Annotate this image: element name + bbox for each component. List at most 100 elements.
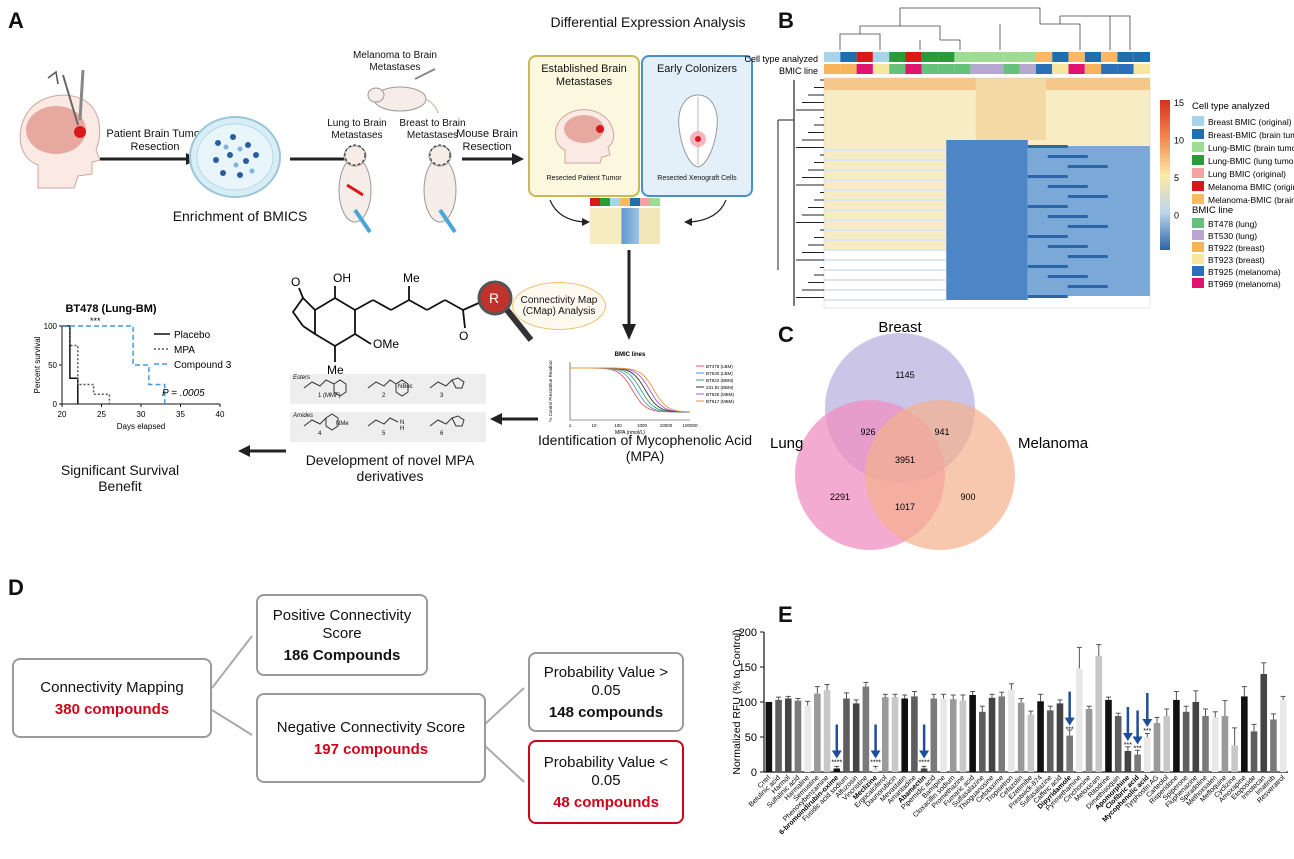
bar [852, 703, 860, 772]
y-axis-label: Percent survival [33, 336, 42, 393]
highlight-arrowhead [1064, 717, 1075, 726]
legend-swatch [1192, 194, 1204, 204]
bar [979, 711, 986, 772]
dendrogram-branch [839, 33, 881, 50]
panel-letter-b: B [778, 8, 794, 33]
chem-nboc: NBoc [398, 384, 413, 390]
celltype-annotation-cell [1101, 52, 1118, 62]
y-tick-label: 50 [48, 361, 57, 370]
chem-n: N [400, 420, 405, 426]
celltype-annotation-cell [970, 52, 987, 62]
dose-title: BMIC lines [615, 352, 646, 358]
heatmap-stripe [1067, 225, 1108, 228]
highlight-arrowhead [1142, 719, 1153, 727]
legend-label: Melanoma-BMIC (brain tumor) [1208, 195, 1294, 205]
heatmap-stripe [824, 259, 947, 261]
bar [1017, 702, 1025, 772]
y-tick-label: 0 [53, 400, 58, 409]
bar [765, 702, 773, 772]
heatmap-stripe [824, 149, 947, 151]
bar [1211, 717, 1219, 772]
legend-label: Melanoma BMIC (original) [1208, 182, 1294, 192]
petri-dish-illustration [189, 116, 281, 198]
p-value: P = .0005 [162, 388, 205, 399]
heatmap-stripe [1067, 255, 1108, 258]
compound-label: 3 [440, 393, 444, 399]
heatmap-stripe [824, 199, 947, 201]
celltype-annotation-cell [840, 52, 857, 62]
ester-structures [303, 377, 465, 431]
x-tick-label: 10 [591, 423, 597, 428]
celltype-annotation-cell [1035, 52, 1053, 62]
row1-label: Cell type analyzed [744, 54, 818, 64]
heatmap-stripe [824, 289, 947, 291]
bar [1221, 716, 1229, 772]
celltype-annotation-cell [856, 52, 873, 62]
legend-swatch [1192, 218, 1204, 228]
bar [930, 698, 938, 772]
x-axis-label: MPA (nmol/L) [615, 430, 645, 436]
chem-r: R [489, 290, 499, 306]
x-tick-label: 30 [137, 410, 146, 419]
chem-o: O [291, 275, 300, 289]
arrow-left-icon [238, 445, 286, 457]
bar [949, 699, 957, 772]
celltype-annotation-cell [921, 52, 939, 62]
celltype-annotation-cell [872, 52, 890, 62]
mouse-lung-illustration [338, 144, 372, 234]
bmic-annotation-cell [1101, 64, 1118, 74]
bar [872, 768, 879, 772]
bmic-annotation-cell [1117, 64, 1134, 74]
legend-swatch [1192, 155, 1204, 165]
color-scale-bar [1160, 100, 1170, 250]
highlight-arrowhead [919, 750, 930, 759]
heatmap-blue-block [946, 140, 1028, 300]
legend-label: BT969 (melanoma) [1208, 279, 1281, 289]
bmic-annotation-cell [1019, 64, 1036, 74]
heatmap-stripe [1067, 195, 1108, 198]
legend-label: BT925 (melanoma) [1208, 267, 1281, 277]
human-head-icon [554, 109, 615, 164]
y-tick-label: 0 [751, 767, 757, 779]
patient-head-illustration [19, 69, 101, 189]
highlight-arrowhead [1122, 733, 1133, 741]
legend-label: MPA [174, 345, 195, 356]
survival-title: BT478 (Lung-BM) [65, 303, 156, 315]
heatmap-stripe [824, 229, 947, 231]
bmic-annotation-cell [889, 64, 906, 74]
y-axis-label: Normalized RFU (% to Control) [731, 629, 743, 774]
heatmap-stripe [1027, 265, 1068, 268]
bar [1066, 735, 1073, 772]
heatmap-stripe [1027, 205, 1068, 208]
legend-swatch [1192, 230, 1204, 240]
bar [794, 700, 802, 772]
dendrogram-branch [1040, 23, 1081, 50]
legend-label: Compound 3 [174, 360, 232, 371]
legend-label: BT922 (BBM) [706, 378, 734, 383]
bmic-annotation-cell [1068, 64, 1085, 74]
legend-label: BT478 (lung) [1208, 219, 1257, 229]
heatmap-stripe [824, 169, 947, 171]
venn-set-label: Lung [770, 435, 803, 452]
heatmap-stripe [1047, 245, 1088, 248]
celltype-annotation-cell [1052, 52, 1069, 62]
bmic-annotation-cell [1084, 64, 1102, 74]
flow-positive-count: 186 Compounds [283, 646, 401, 664]
bar [1105, 699, 1112, 772]
mpa-structure: OH Me OMe Me O O R [291, 271, 534, 377]
legend-label: Breast BMIC (original) [1208, 117, 1292, 127]
celltype-annotation-cell [1133, 52, 1150, 62]
curved-arrow-icon [549, 199, 727, 226]
chem-nme: NMe [336, 421, 349, 427]
flow-root: Connectivity Mapping 380 compounds [12, 658, 212, 738]
highlight-arrowhead [831, 750, 842, 759]
bar [784, 698, 792, 772]
mouse-brain-icon [678, 94, 718, 168]
heatmap-stripe [1047, 155, 1088, 158]
bar [814, 693, 821, 772]
bar [1046, 710, 1054, 772]
bmic-annotation-cell [1035, 64, 1053, 74]
y-tick-label: 50 [745, 732, 757, 744]
amides-box: Amides 4 5 6 NMe N H [290, 412, 486, 442]
